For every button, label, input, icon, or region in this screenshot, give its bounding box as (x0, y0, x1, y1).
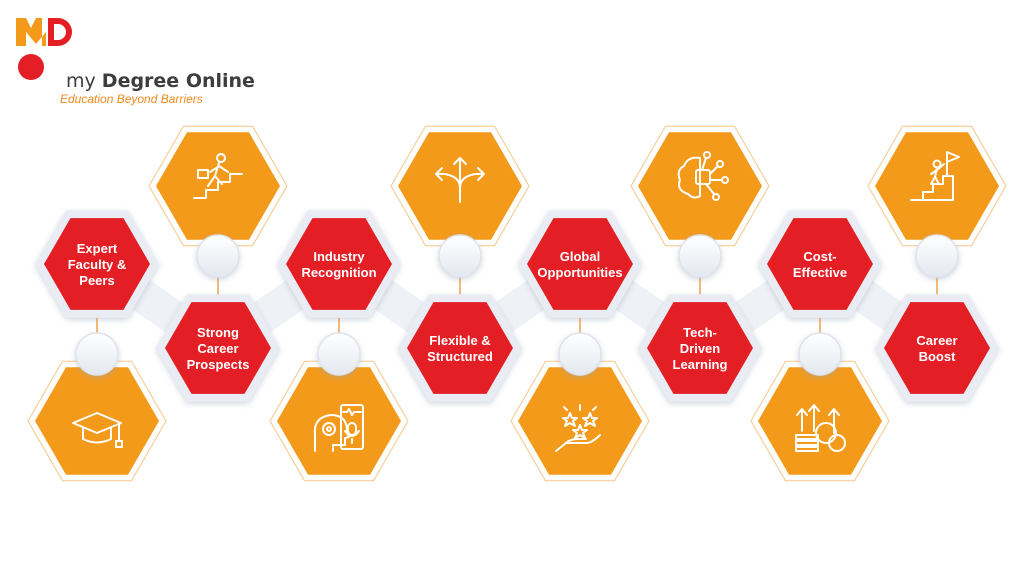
brand-name: my Degree Online (66, 70, 255, 92)
orange-hex (35, 367, 159, 475)
benefit-label-line: Prospects (187, 357, 250, 372)
benefit-label-line: Opportunities (537, 265, 622, 280)
summit-flag-icon (910, 151, 960, 201)
red-hex (767, 218, 873, 310)
orange-hex-outline (630, 125, 770, 247)
brand-logo: my Degree Online Education Beyond Barrie… (14, 14, 255, 106)
orange-hex-outline (148, 125, 288, 247)
orange-hex-outline (27, 360, 167, 482)
red-hex (527, 218, 633, 310)
red-hex (647, 302, 753, 394)
orange-hex-outline (867, 125, 1007, 247)
benefit-label-line: Boost (919, 349, 957, 364)
gear-head-microphone-icon (313, 404, 364, 452)
benefit-label-line: Expert (77, 241, 118, 256)
benefit-label-line: Effective (793, 265, 847, 280)
benefit-label-line: Industry (313, 249, 365, 264)
connector-knob (75, 332, 119, 376)
connector-knob (196, 234, 240, 278)
red-hex (44, 218, 150, 310)
benefit-label-line: Cost- (803, 249, 836, 264)
benefit-label-line: Career (197, 341, 238, 356)
red-hex (884, 302, 990, 394)
orange-hex (277, 367, 401, 475)
orange-hex-outline (390, 125, 530, 247)
brand-tagline: Education Beyond Barriers (60, 92, 203, 106)
benefit-label-line: Tech- (683, 325, 717, 340)
branching-arrows-icon (435, 157, 485, 203)
benefit-label-line: Structured (427, 349, 493, 364)
orange-hex (758, 367, 882, 475)
benefit-label: Flexible &Structured (427, 333, 493, 364)
connector-knob (438, 234, 482, 278)
ai-brain-icon (677, 151, 729, 201)
orange-hex (518, 367, 642, 475)
brand-name-bold: Degree Online (101, 70, 255, 92)
mdo-logo-icon (16, 18, 72, 80)
orange-hex-outline (750, 360, 890, 482)
benefit-label-line: Peers (79, 273, 114, 288)
hand-stars-icon (555, 404, 601, 452)
graduation-cap-icon (72, 412, 123, 448)
benefit-label-line: Global (560, 249, 600, 264)
benefit-label-line: Learning (673, 357, 728, 372)
savings-growth-icon (795, 404, 846, 452)
connector-knob (317, 332, 361, 376)
red-hex (407, 302, 513, 394)
connector-knob (558, 332, 602, 376)
red-hex (165, 302, 271, 394)
benefit-label: Cost-Effective (793, 249, 847, 280)
benefit-label-line: Driven (680, 341, 721, 356)
benefit-label-line: Faculty & (68, 257, 127, 272)
red-hex (286, 218, 392, 310)
benefit-label-line: Flexible & (429, 333, 490, 348)
orange-hex-outline (269, 360, 409, 482)
connector-knob (798, 332, 842, 376)
connector-knob (915, 234, 959, 278)
orange-hex-outline (510, 360, 650, 482)
brand-name-prefix: my (66, 70, 102, 92)
orange-hex (875, 132, 999, 240)
climbing-stairs-icon (193, 153, 243, 199)
connector-knob (678, 234, 722, 278)
benefit-label-line: Recognition (301, 265, 376, 280)
benefit-label-line: Strong (197, 325, 239, 340)
benefit-label-line: Career (916, 333, 957, 348)
